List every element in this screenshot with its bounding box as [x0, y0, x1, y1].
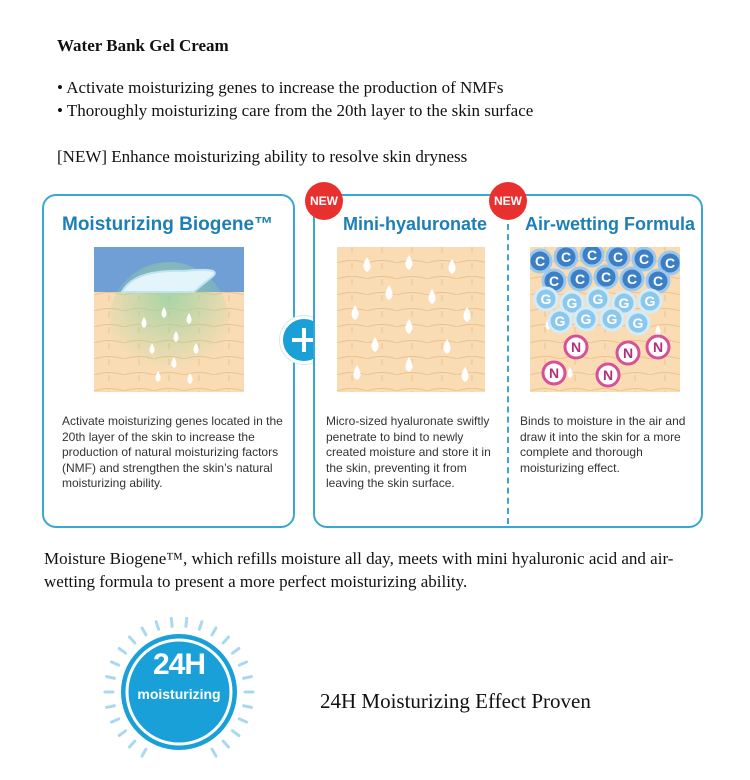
biogene-heading: Moisturizing Biogene™	[62, 214, 274, 235]
svg-text:C: C	[587, 247, 597, 263]
new-feature-line: [NEW] Enhance moisturizing ability to re…	[57, 147, 468, 166]
svg-text:G: G	[619, 295, 630, 311]
svg-text:N: N	[603, 367, 613, 383]
molecule-n: N	[595, 362, 621, 388]
hyaluronate-description: Micro-sized hyaluronate swiftly penetrat…	[326, 414, 491, 490]
benefit-bullet: • Activate moisturizing genes to increas…	[57, 78, 504, 97]
svg-text:G: G	[607, 311, 618, 327]
new-badge: NEW	[305, 182, 343, 220]
svg-text:C: C	[549, 273, 559, 289]
molecule-g: G	[585, 286, 611, 312]
svg-text:G: G	[555, 313, 566, 329]
svg-text:G: G	[541, 291, 552, 307]
svg-text:G: G	[593, 291, 604, 307]
svg-text:C: C	[535, 253, 545, 269]
svg-text:C: C	[665, 255, 675, 271]
molecule-n: N	[563, 334, 589, 360]
badge-24h-label: 24H	[152, 648, 206, 681]
molecule-n: N	[615, 340, 641, 366]
airwetting-description: Binds to moisture in the air and draw it…	[520, 414, 686, 475]
hyaluronate-illustration	[337, 247, 485, 392]
svg-text:G: G	[581, 311, 592, 327]
biogene-description: Activate moisturizing genes located in t…	[62, 414, 283, 490]
svg-text:C: C	[627, 271, 637, 287]
molecule-g: G	[533, 286, 559, 312]
hyaluronate-heading: Mini-hyaluronate	[343, 214, 488, 234]
svg-text:C: C	[561, 249, 571, 265]
water-drop-icon	[141, 307, 199, 384]
clock-dial-icon	[103, 616, 255, 758]
svg-text:C: C	[639, 251, 649, 267]
molecule-c: C	[553, 247, 579, 270]
molecule-c: C	[593, 264, 619, 290]
benefit-bullet: • Thoroughly moisturizing care from the …	[57, 101, 534, 120]
badge-moisturizing-label: moisturizing	[137, 686, 221, 702]
molecule-c: C	[657, 250, 680, 276]
svg-text:G: G	[567, 295, 578, 311]
molecule-c: C	[579, 247, 605, 268]
water-drop-icon	[351, 255, 471, 382]
molecule-n: N	[645, 334, 671, 360]
svg-text:C: C	[601, 269, 611, 285]
svg-text:N: N	[623, 345, 633, 361]
molecule-g: G	[573, 306, 599, 332]
molecule-n: N	[541, 360, 567, 386]
svg-text:N: N	[571, 339, 581, 355]
panel-divider	[507, 224, 509, 524]
svg-text:G: G	[633, 315, 644, 331]
product-title: Water Bank Gel Cream	[57, 36, 229, 55]
molecule-c: C	[567, 266, 593, 292]
biogene-skin-illustration	[94, 247, 244, 392]
biogene-panel: Moisturizing Biogene™	[42, 194, 295, 528]
molecule-g: G	[625, 310, 651, 336]
molecule-c: C	[631, 247, 657, 272]
molecule-g: G	[637, 288, 663, 314]
summary-text: Moisture Biogene™, which refills moistur…	[44, 549, 674, 591]
svg-text:C: C	[575, 271, 585, 287]
svg-text:N: N	[549, 365, 559, 381]
svg-text:N: N	[653, 339, 663, 355]
svg-text:C: C	[613, 249, 623, 265]
new-badge: NEW	[489, 182, 527, 220]
svg-text:G: G	[645, 293, 656, 309]
molecule-g: G	[599, 306, 625, 332]
molecule-c: C	[605, 247, 631, 270]
effect-proven-text: 24H Moisturizing Effect Proven	[320, 689, 591, 713]
molecule-g: G	[559, 290, 585, 316]
molecule-g: G	[547, 308, 573, 334]
airwetting-heading: Air-wetting Formula	[525, 214, 695, 234]
molecule-c: C	[530, 248, 553, 274]
molecule-c: C	[619, 266, 645, 292]
svg-text:C: C	[653, 273, 663, 289]
